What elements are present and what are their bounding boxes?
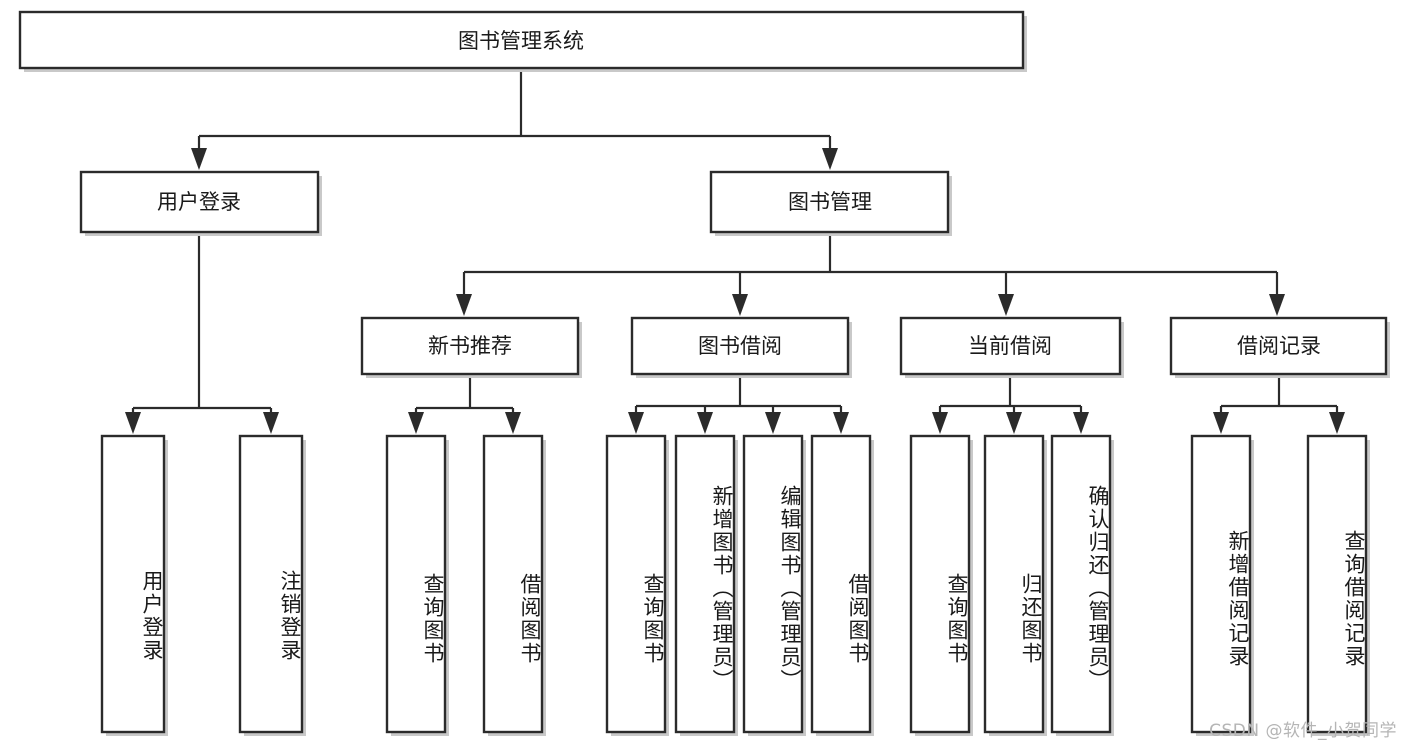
arrow-current-leaf1 [932, 412, 948, 434]
arrow-borrow-leaf2 [697, 412, 713, 434]
node-book-management-box [709, 170, 950, 234]
node-current-borrow-label: 当前借阅 [968, 334, 1052, 358]
node-user-login[interactable]: 用户登录 [79, 170, 322, 236]
arrow-to-newbook [456, 294, 472, 316]
connector-layer [125, 68, 1345, 434]
node-book-management-label: 图书管理 [788, 190, 872, 214]
leaf-query-record-box[interactable] [1306, 434, 1368, 734]
leaf-query-book-current-box[interactable] [909, 434, 971, 734]
arrow-newbook-leaf2 [505, 412, 521, 434]
node-borrow-record-label: 借阅记录 [1237, 334, 1321, 358]
arrow-record-leaf2 [1329, 412, 1345, 434]
node-root-label: 图书管理系统 [458, 29, 584, 53]
arrow-to-current [998, 294, 1014, 316]
leaf-add-record-box[interactable] [1190, 434, 1252, 734]
arrow-to-record [1269, 294, 1285, 316]
node-user-login-box [79, 170, 320, 234]
node-current-borrow[interactable]: 当前借阅 [899, 316, 1124, 378]
leaf-user-login-box[interactable] [100, 434, 166, 734]
leaf-box-layer [100, 434, 1370, 736]
leaf-query-book-borrow-box[interactable] [605, 434, 667, 734]
leaf-query-book-rec-box[interactable] [385, 434, 447, 734]
arrow-login-leaf2 [263, 412, 279, 434]
leaf-return-book-box[interactable] [983, 434, 1045, 734]
arrow-borrow-leaf3 [765, 412, 781, 434]
arrow-borrow-leaf1 [628, 412, 644, 434]
leaf-logout-box[interactable] [238, 434, 304, 734]
node-current-borrow-box [899, 316, 1122, 376]
node-book-borrow-box [630, 316, 850, 376]
arrow-root-to-bookmgmt [822, 148, 838, 170]
node-root-box [18, 10, 1025, 70]
leaf-add-book-box[interactable] [674, 434, 736, 734]
node-borrow-record-box [1169, 316, 1388, 376]
node-root[interactable]: 图书管理系统 [18, 10, 1027, 72]
node-new-book-recommend[interactable]: 新书推荐 [360, 316, 582, 378]
leaf-borrow-book-rec-box[interactable] [482, 434, 544, 734]
node-borrow-record[interactable]: 借阅记录 [1169, 316, 1390, 378]
arrow-to-borrow [732, 294, 748, 316]
arrow-current-leaf3 [1073, 412, 1089, 434]
node-new-book-recommend-label: 新书推荐 [428, 334, 512, 358]
arrow-login-leaf1 [125, 412, 141, 434]
arrow-current-leaf2 [1006, 412, 1022, 434]
node-book-borrow[interactable]: 图书借阅 [630, 316, 852, 378]
node-book-management[interactable]: 图书管理 [709, 170, 952, 236]
node-book-borrow-label: 图书借阅 [698, 334, 782, 358]
watermark-text: CSDN @软件_小贺同学 [1209, 721, 1397, 741]
leaf-borrow-book-box[interactable] [810, 434, 872, 734]
node-user-login-label: 用户登录 [157, 190, 241, 214]
arrow-newbook-leaf1 [408, 412, 424, 434]
arrow-borrow-leaf4 [833, 412, 849, 434]
arrow-record-leaf1 [1213, 412, 1229, 434]
node-new-book-recommend-box [360, 316, 580, 376]
arrow-root-to-login [191, 148, 207, 170]
leaf-confirm-return-box[interactable] [1050, 434, 1112, 734]
leaf-edit-book-box[interactable] [742, 434, 804, 734]
